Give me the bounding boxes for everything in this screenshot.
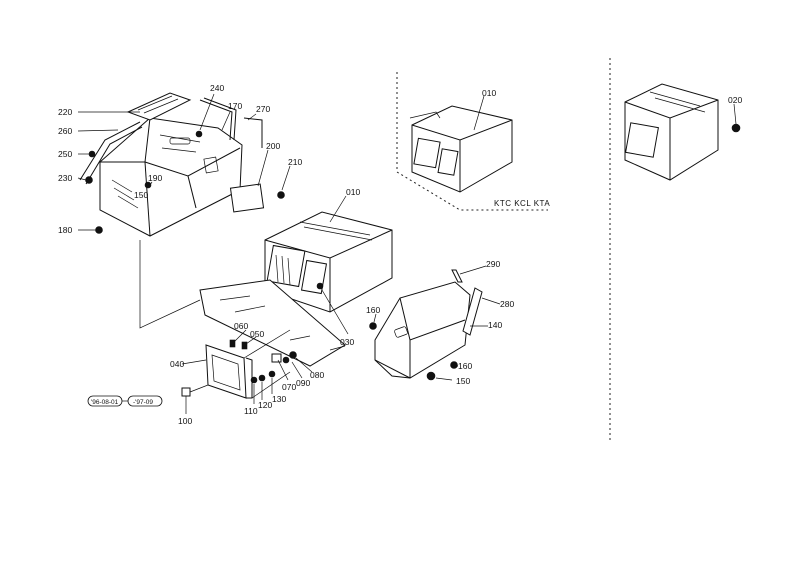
label-040: 040 xyxy=(170,359,184,369)
label-240: 240 xyxy=(210,83,224,93)
label-080: 080 xyxy=(310,370,324,380)
stamp-left: '96-08-01 xyxy=(91,399,119,406)
bolt-100 xyxy=(181,387,191,397)
strip-290 xyxy=(451,269,463,283)
bolt-210 xyxy=(277,191,285,199)
stamp-right: -'97-09 xyxy=(133,399,153,406)
label-230: 230 xyxy=(58,173,72,183)
bolt-050 xyxy=(241,341,248,350)
bolt-190 xyxy=(144,181,152,189)
bolt-230 xyxy=(85,176,93,184)
bolt-250 xyxy=(88,150,96,158)
bolt-240 xyxy=(195,130,203,138)
label-110: 110 xyxy=(244,406,258,416)
model-note: KTC KCL KTA xyxy=(494,199,550,208)
label-260: 260 xyxy=(58,126,72,136)
label-180: 180 xyxy=(58,225,72,235)
assembly-connector-line xyxy=(139,240,201,329)
link-lines xyxy=(189,329,291,399)
handle-rail-part xyxy=(79,121,143,185)
label-280: 280 xyxy=(500,299,514,309)
label-070: 070 xyxy=(282,382,296,392)
label-090: 090 xyxy=(296,378,310,388)
label-220: 220 xyxy=(58,107,72,117)
bolt-090 xyxy=(282,356,290,364)
label-140: 140 xyxy=(488,320,502,330)
strip-280 xyxy=(462,287,483,336)
bolt-150b xyxy=(426,371,436,381)
bolt-130 xyxy=(268,370,276,378)
front-plate-part xyxy=(205,344,253,399)
label-150b: 150 xyxy=(456,376,470,386)
bolt-060 xyxy=(229,339,236,348)
base-plate xyxy=(199,279,346,367)
bolt-120 xyxy=(258,374,266,382)
label-270: 270 xyxy=(256,104,270,114)
label-020: 020 xyxy=(728,95,742,105)
top-tray-part xyxy=(126,92,192,121)
label-150a: 150 xyxy=(134,190,148,200)
label-010-inset: 010 xyxy=(482,88,496,98)
label-250: 250 xyxy=(58,149,72,159)
label-200: 200 xyxy=(266,141,280,151)
inset-box-housing xyxy=(409,105,513,193)
label-130: 130 xyxy=(272,394,286,404)
label-160b: 160 xyxy=(458,361,472,371)
label-030: 030 xyxy=(340,337,354,347)
label-210: 210 xyxy=(288,157,302,167)
inset-border-middle xyxy=(396,72,548,211)
side-plate-part xyxy=(229,183,265,213)
label-120: 120 xyxy=(258,400,272,410)
bolt-080 xyxy=(289,351,297,359)
bolt-160b xyxy=(450,361,458,369)
date-stamps: '96-08-01 -'97-09 xyxy=(87,395,163,407)
bolt-020 xyxy=(731,123,741,133)
bolt-110 xyxy=(250,376,258,384)
label-060: 060 xyxy=(234,321,248,331)
main-box-housing xyxy=(264,211,393,313)
label-190: 190 xyxy=(148,173,162,183)
upper-cover-housing xyxy=(99,117,243,237)
right-inset-box-housing xyxy=(624,83,719,181)
label-010-main: 010 xyxy=(346,187,360,197)
label-290: 290 xyxy=(486,259,500,269)
label-160a: 160 xyxy=(366,305,380,315)
label-170: 170 xyxy=(228,101,242,111)
bolt-180 xyxy=(95,226,103,234)
bolt-160a xyxy=(369,322,377,330)
leader-lines xyxy=(77,93,737,414)
bolt-070 xyxy=(271,353,282,363)
label-050: 050 xyxy=(250,329,264,339)
label-100: 100 xyxy=(178,416,192,426)
